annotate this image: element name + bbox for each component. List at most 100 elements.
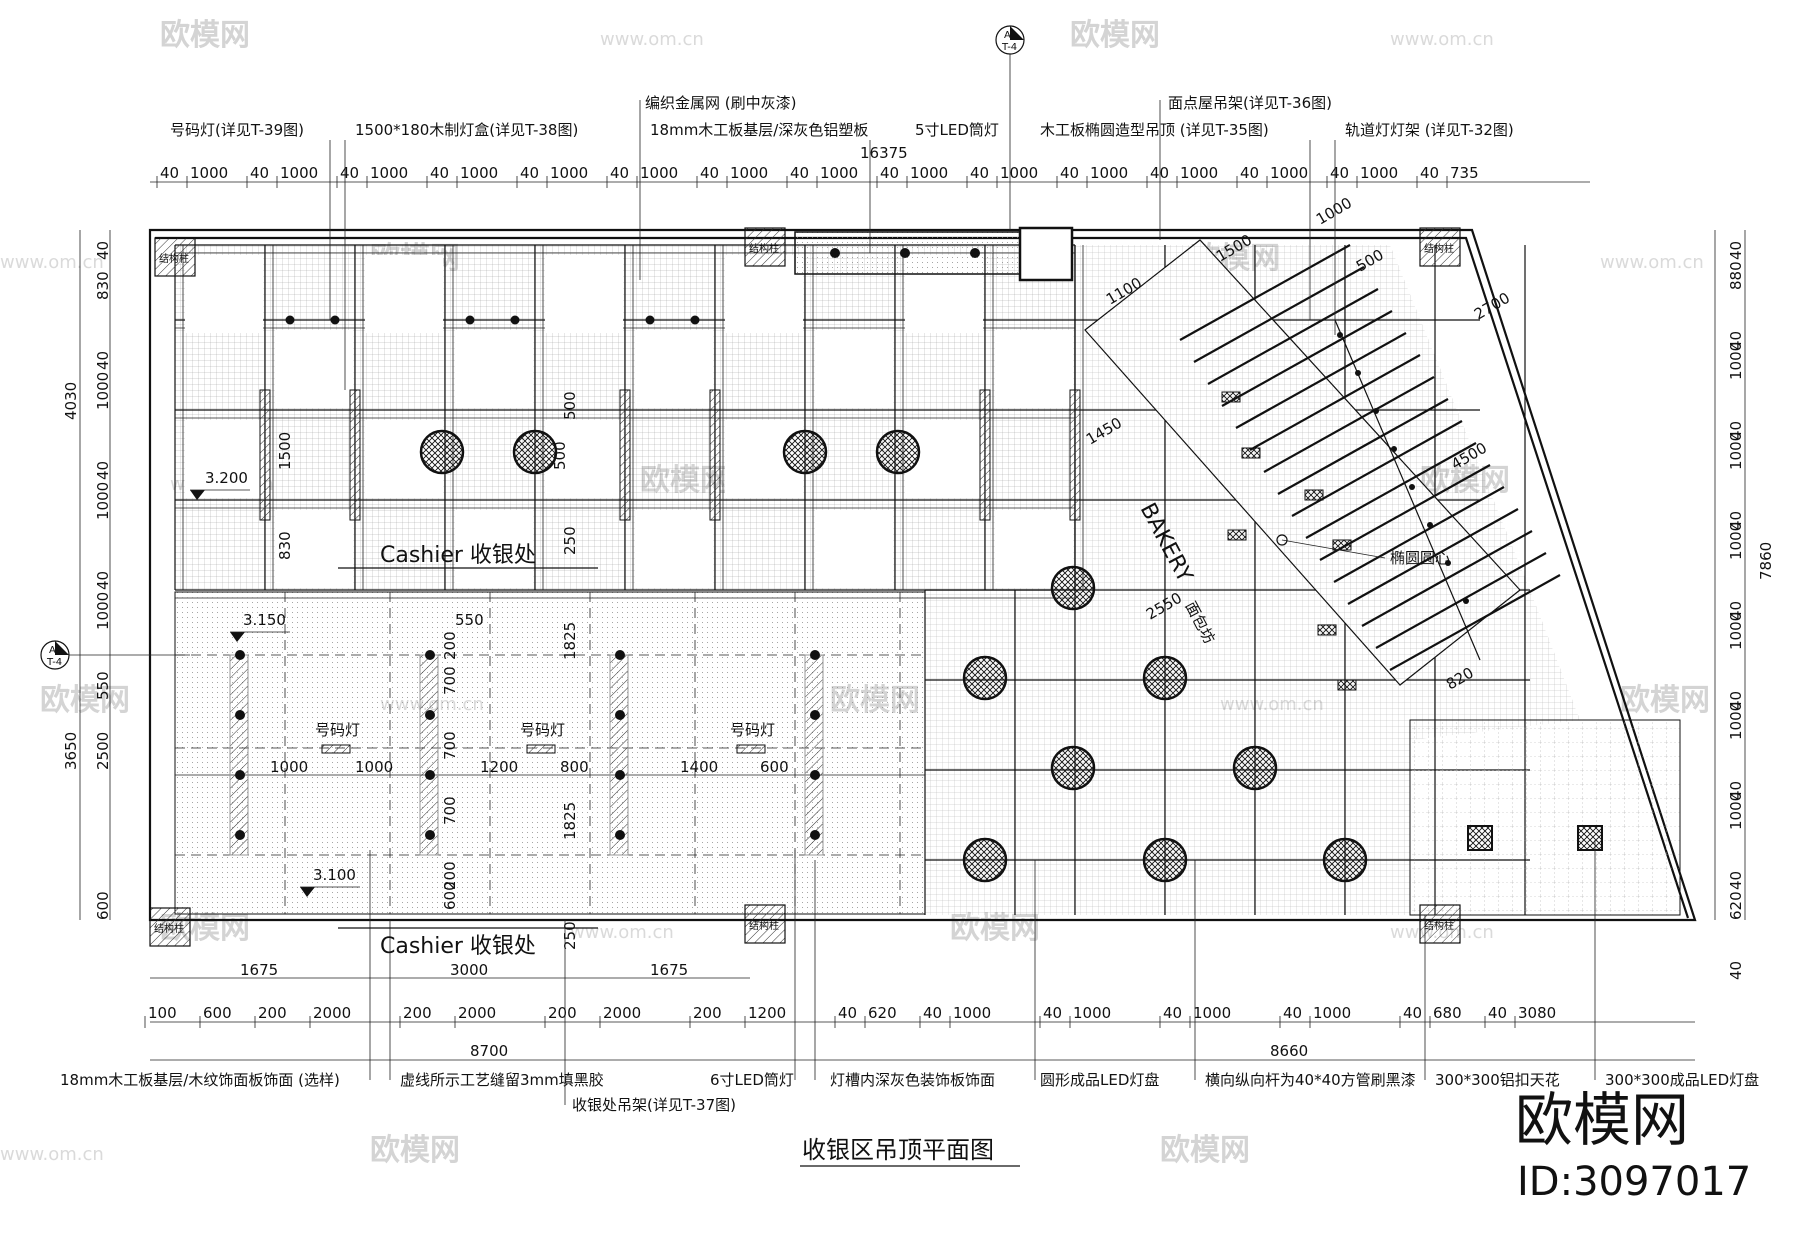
level-mark-2: 3.150	[243, 611, 286, 629]
structural-column: 结构柱	[149, 907, 191, 947]
dim-left: 550	[94, 671, 112, 700]
dim-left: 40	[94, 571, 112, 590]
grid-cell	[365, 255, 443, 333]
dim-left: 830	[94, 271, 112, 300]
svg-text:T-4: T-4	[46, 657, 62, 668]
light-fixtures	[229, 226, 1603, 883]
dim-top: 1000	[640, 164, 678, 182]
ellipse-center-label: 椭圆圆心	[1390, 549, 1450, 567]
watermark-url: www.om.cn	[600, 29, 704, 50]
annotation-cashier-hanger: 收银处吊架(详见T-37图)	[572, 1096, 736, 1114]
number-lamp-dot	[690, 315, 700, 325]
watermark-brand: 欧模网	[1620, 683, 1710, 718]
dim-top: 40	[340, 164, 359, 182]
round-led-panel	[962, 655, 1008, 701]
dim-left: 600	[94, 891, 112, 920]
round-led-panel	[1050, 745, 1096, 791]
dim-interior: 1000	[1313, 194, 1355, 229]
dim-right-total: 7860	[1757, 542, 1775, 580]
dim-bottom: 3080	[1518, 1004, 1556, 1022]
structural-column: 结构柱	[744, 904, 786, 944]
watermark-brand: 欧模网	[370, 1133, 460, 1168]
dim-left-total-top: 4030	[62, 382, 80, 420]
dim-bottom-total-right: 8660	[1270, 1042, 1308, 1060]
dim-top: 40	[1240, 164, 1259, 182]
wood-lightbox	[619, 389, 631, 521]
led-downlight	[615, 650, 625, 660]
annotation-aluminium-ceiling: 300*300铝扣天花	[1435, 1071, 1560, 1089]
dim-left-total-bottom: 3650	[62, 732, 80, 770]
led-downlight	[425, 650, 435, 660]
dim-bottom: 2000	[313, 1004, 351, 1022]
dim-bottom: 200	[548, 1004, 577, 1022]
dim-bottom: 40	[923, 1004, 942, 1022]
spot-light	[1304, 489, 1324, 501]
watermark-url: www.om.cn	[1600, 252, 1704, 273]
dim-top: 40	[1420, 164, 1439, 182]
column-tag: 结构柱	[154, 922, 184, 935]
dim-bottom: 40	[1163, 1004, 1182, 1022]
dim-top: 1000	[1270, 164, 1308, 182]
svg-text:A: A	[49, 645, 56, 656]
dim-left: 40	[94, 461, 112, 480]
spot-light	[1241, 447, 1261, 459]
dim-interior: 800	[560, 758, 589, 776]
column-tag: 结构柱	[749, 919, 779, 932]
cashier-label-upper: Cashier 收银处	[380, 543, 536, 568]
led-downlight	[235, 830, 245, 840]
cashier-hanger	[229, 654, 249, 856]
dim-top: 1000	[190, 164, 228, 182]
led-downlight	[810, 710, 820, 720]
grid-cell	[995, 330, 1073, 408]
spot-light	[1337, 679, 1357, 691]
dim-bottom: 40	[1043, 1004, 1062, 1022]
spot-light	[1332, 539, 1352, 551]
grid-cell	[545, 255, 623, 333]
column-tag: 结构柱	[1424, 242, 1454, 255]
led-downlight	[425, 710, 435, 720]
dim-top: 1000	[460, 164, 498, 182]
dim-right: 40	[1727, 691, 1745, 710]
watermark-brand: 欧模网	[950, 911, 1040, 946]
ceiling-slat	[1193, 266, 1365, 363]
dim-left: 1000	[94, 592, 112, 630]
dim-top: 1000	[1180, 164, 1218, 182]
dim-right: 1000	[1727, 432, 1745, 470]
led-downlight	[830, 248, 840, 258]
ceiling-slat	[1333, 486, 1505, 583]
dim-bottom: 1000	[953, 1004, 991, 1022]
cashier-label-lower: Cashier 收银处	[380, 934, 536, 959]
led-downlight	[235, 650, 245, 660]
dim-right: 40	[1727, 871, 1745, 890]
led-downlight	[810, 770, 820, 780]
dim-top: 40	[1150, 164, 1169, 182]
spot-light	[1317, 624, 1337, 636]
ceiling-slat	[1277, 398, 1449, 495]
dim-bottom-2: 1675	[240, 961, 278, 979]
dim-top: 40	[700, 164, 719, 182]
column-fill	[154, 237, 196, 277]
dim-right: 40	[1727, 781, 1745, 800]
dim-interior: 1000	[355, 758, 393, 776]
wood-lightbox	[979, 389, 991, 521]
dim-top: 40	[610, 164, 629, 182]
dim-interior: 200	[441, 861, 459, 890]
dim-top: 40	[790, 164, 809, 182]
annotation-number-lamp: 号码灯(详见T-39图)	[170, 121, 304, 139]
round-led-panel	[1142, 655, 1188, 701]
wood-lightbox	[1069, 389, 1081, 521]
dim-interior: 1825	[561, 622, 579, 660]
annotation-pastry-hanger: 面点屋吊架(详见T-36图)	[1168, 94, 1332, 112]
number-lamp-dot	[330, 315, 340, 325]
structural-columns: 结构柱结构柱结构柱结构柱结构柱结构柱	[149, 227, 1461, 947]
dim-top: 1000	[370, 164, 408, 182]
dim-left: 40	[94, 241, 112, 260]
led-downlight	[810, 650, 820, 660]
level-mark-3: 3.100	[313, 866, 356, 884]
ceiling-slat	[1375, 552, 1547, 649]
dim-interior: 1500	[276, 432, 294, 470]
grid-cell	[185, 420, 263, 498]
watermark-url: www.om.cn	[1390, 29, 1494, 50]
dim-top: 40	[160, 164, 179, 182]
wood-lightbox	[259, 389, 271, 521]
